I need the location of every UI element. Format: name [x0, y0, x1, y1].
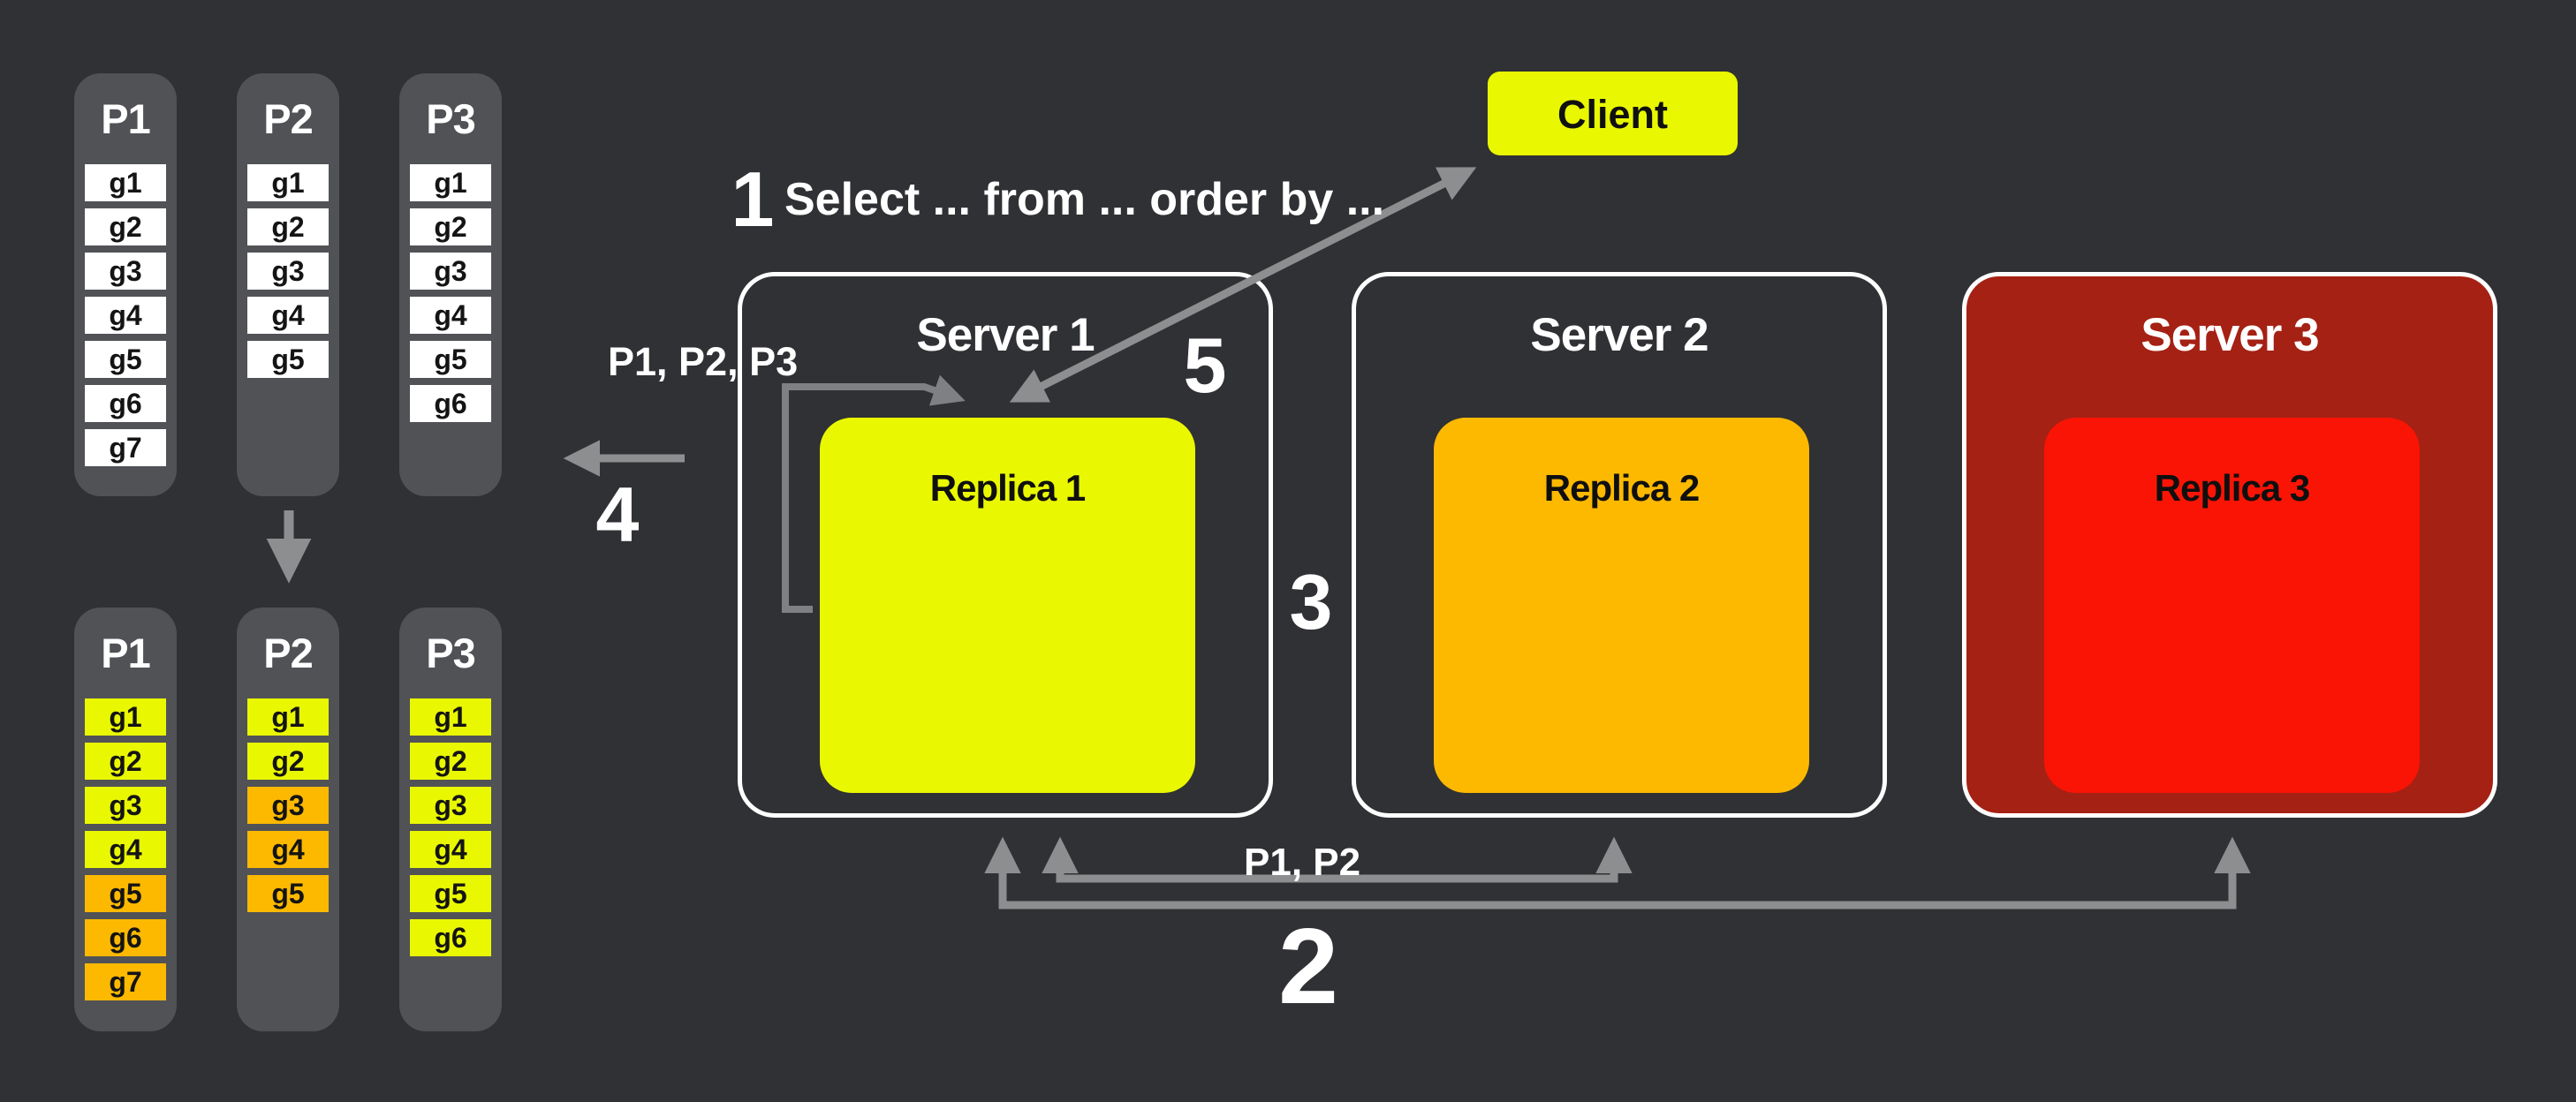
partition-label: P3 — [426, 630, 476, 676]
step-4-number: 4 — [595, 471, 640, 558]
server-3-box: Server 3 Replica 3 — [1962, 272, 2497, 818]
partition-label: P2 — [263, 630, 314, 676]
partition-cell: g5 — [85, 875, 166, 912]
partition-cell: g6 — [85, 385, 166, 422]
partition-cell: g2 — [410, 743, 491, 780]
partition-cell: g5 — [410, 341, 491, 378]
partition-cell: g2 — [247, 208, 329, 245]
partition-cell: g2 — [85, 743, 166, 780]
partition-label: P3 — [426, 95, 476, 142]
server-2-box: Server 2 Replica 2 — [1352, 272, 1887, 818]
replica-3-box: Replica 3 — [2044, 418, 2420, 793]
partition-cell: g4 — [247, 831, 329, 868]
partition-cell: g1 — [410, 164, 491, 201]
partition-column: P1 g1 g2 g3 g4 g5 g6 g7 — [74, 608, 177, 1031]
step-1-number: 1 — [731, 155, 775, 243]
partition-cell: g3 — [410, 253, 491, 290]
partition-cell: g3 — [247, 253, 329, 290]
partition-cell: g2 — [410, 208, 491, 245]
partition-cell: g4 — [85, 831, 166, 868]
partition-cell: g7 — [85, 429, 166, 466]
partition-column: P3 g1 g2 g3 g4 g5 g6 — [399, 73, 502, 496]
step-3-number: 3 — [1289, 558, 1333, 645]
partition-cell: g3 — [85, 253, 166, 290]
partition-label: P2 — [263, 95, 314, 142]
partition-cell: g4 — [85, 297, 166, 334]
partition-cell: g5 — [85, 341, 166, 378]
partition-cell: g1 — [85, 698, 166, 736]
replica-1-title: Replica 1 — [929, 467, 1086, 509]
partition-cell-list: g1 g2 g3 g4 g5 — [247, 164, 329, 385]
partition-column: P1 g1 g2 g3 g4 g5 g6 g7 — [74, 73, 177, 496]
partition-cell: g1 — [85, 164, 166, 201]
partition-cell: g7 — [85, 963, 166, 1000]
partition-cell: g1 — [247, 164, 329, 201]
partition-cell: g6 — [85, 919, 166, 956]
partition-cell: g3 — [85, 787, 166, 824]
partition-cell: g1 — [247, 698, 329, 736]
partition-column: P2 g1 g2 g3 g4 g5 — [237, 73, 339, 496]
server-2-title: Server 2 — [1530, 309, 1708, 361]
partition-cell-list: g1 g2 g3 g4 g5 g6 — [410, 698, 491, 963]
partition-cell: g4 — [410, 831, 491, 868]
partition-cell-list: g1 g2 g3 g4 g5 g6 — [410, 164, 491, 429]
step-2-number: 2 — [1278, 906, 1338, 1026]
partition-cell: g2 — [85, 208, 166, 245]
partition-cell: g5 — [410, 875, 491, 912]
replicate-partitions-label: P1, P2 — [1244, 841, 1361, 884]
replica-1-box: Replica 1 — [820, 418, 1195, 793]
partition-cell: g5 — [247, 341, 329, 378]
partition-column: P3 g1 g2 g3 g4 g5 g6 — [399, 608, 502, 1031]
partition-cell: g3 — [410, 787, 491, 824]
partition-cell: g3 — [247, 787, 329, 824]
partition-cell: g5 — [247, 875, 329, 912]
replica-2-box: Replica 2 — [1434, 418, 1809, 793]
client-box: Client — [1488, 72, 1738, 155]
partition-cell-list: g1 g2 g3 g4 g5 g6 g7 — [85, 698, 166, 1008]
partition-cell: g1 — [410, 698, 491, 736]
partition-label: P1 — [101, 630, 151, 676]
replica-3-title: Replica 3 — [2154, 467, 2310, 509]
partition-cell: g4 — [410, 297, 491, 334]
route-partitions-label: P1, P2, P3 — [608, 339, 799, 384]
replica-2-title: Replica 2 — [1543, 467, 1700, 509]
server-3-title: Server 3 — [2140, 309, 2319, 361]
replicate-outer-arrow — [984, 836, 2251, 910]
partition-cell: g4 — [247, 297, 329, 334]
partition-cell: g6 — [410, 919, 491, 956]
partition-cell-list: g1 g2 g3 g4 g5 — [247, 698, 329, 919]
query-text: Select ... from ... order by ... — [784, 174, 1385, 225]
partition-cell-list: g1 g2 g3 g4 g5 g6 g7 — [85, 164, 166, 473]
partition-column: P2 g1 g2 g3 g4 g5 — [237, 608, 339, 1031]
partition-cell: g2 — [247, 743, 329, 780]
partition-cell: g6 — [410, 385, 491, 422]
partition-label: P1 — [101, 95, 151, 142]
step-5-number: 5 — [1183, 321, 1227, 409]
